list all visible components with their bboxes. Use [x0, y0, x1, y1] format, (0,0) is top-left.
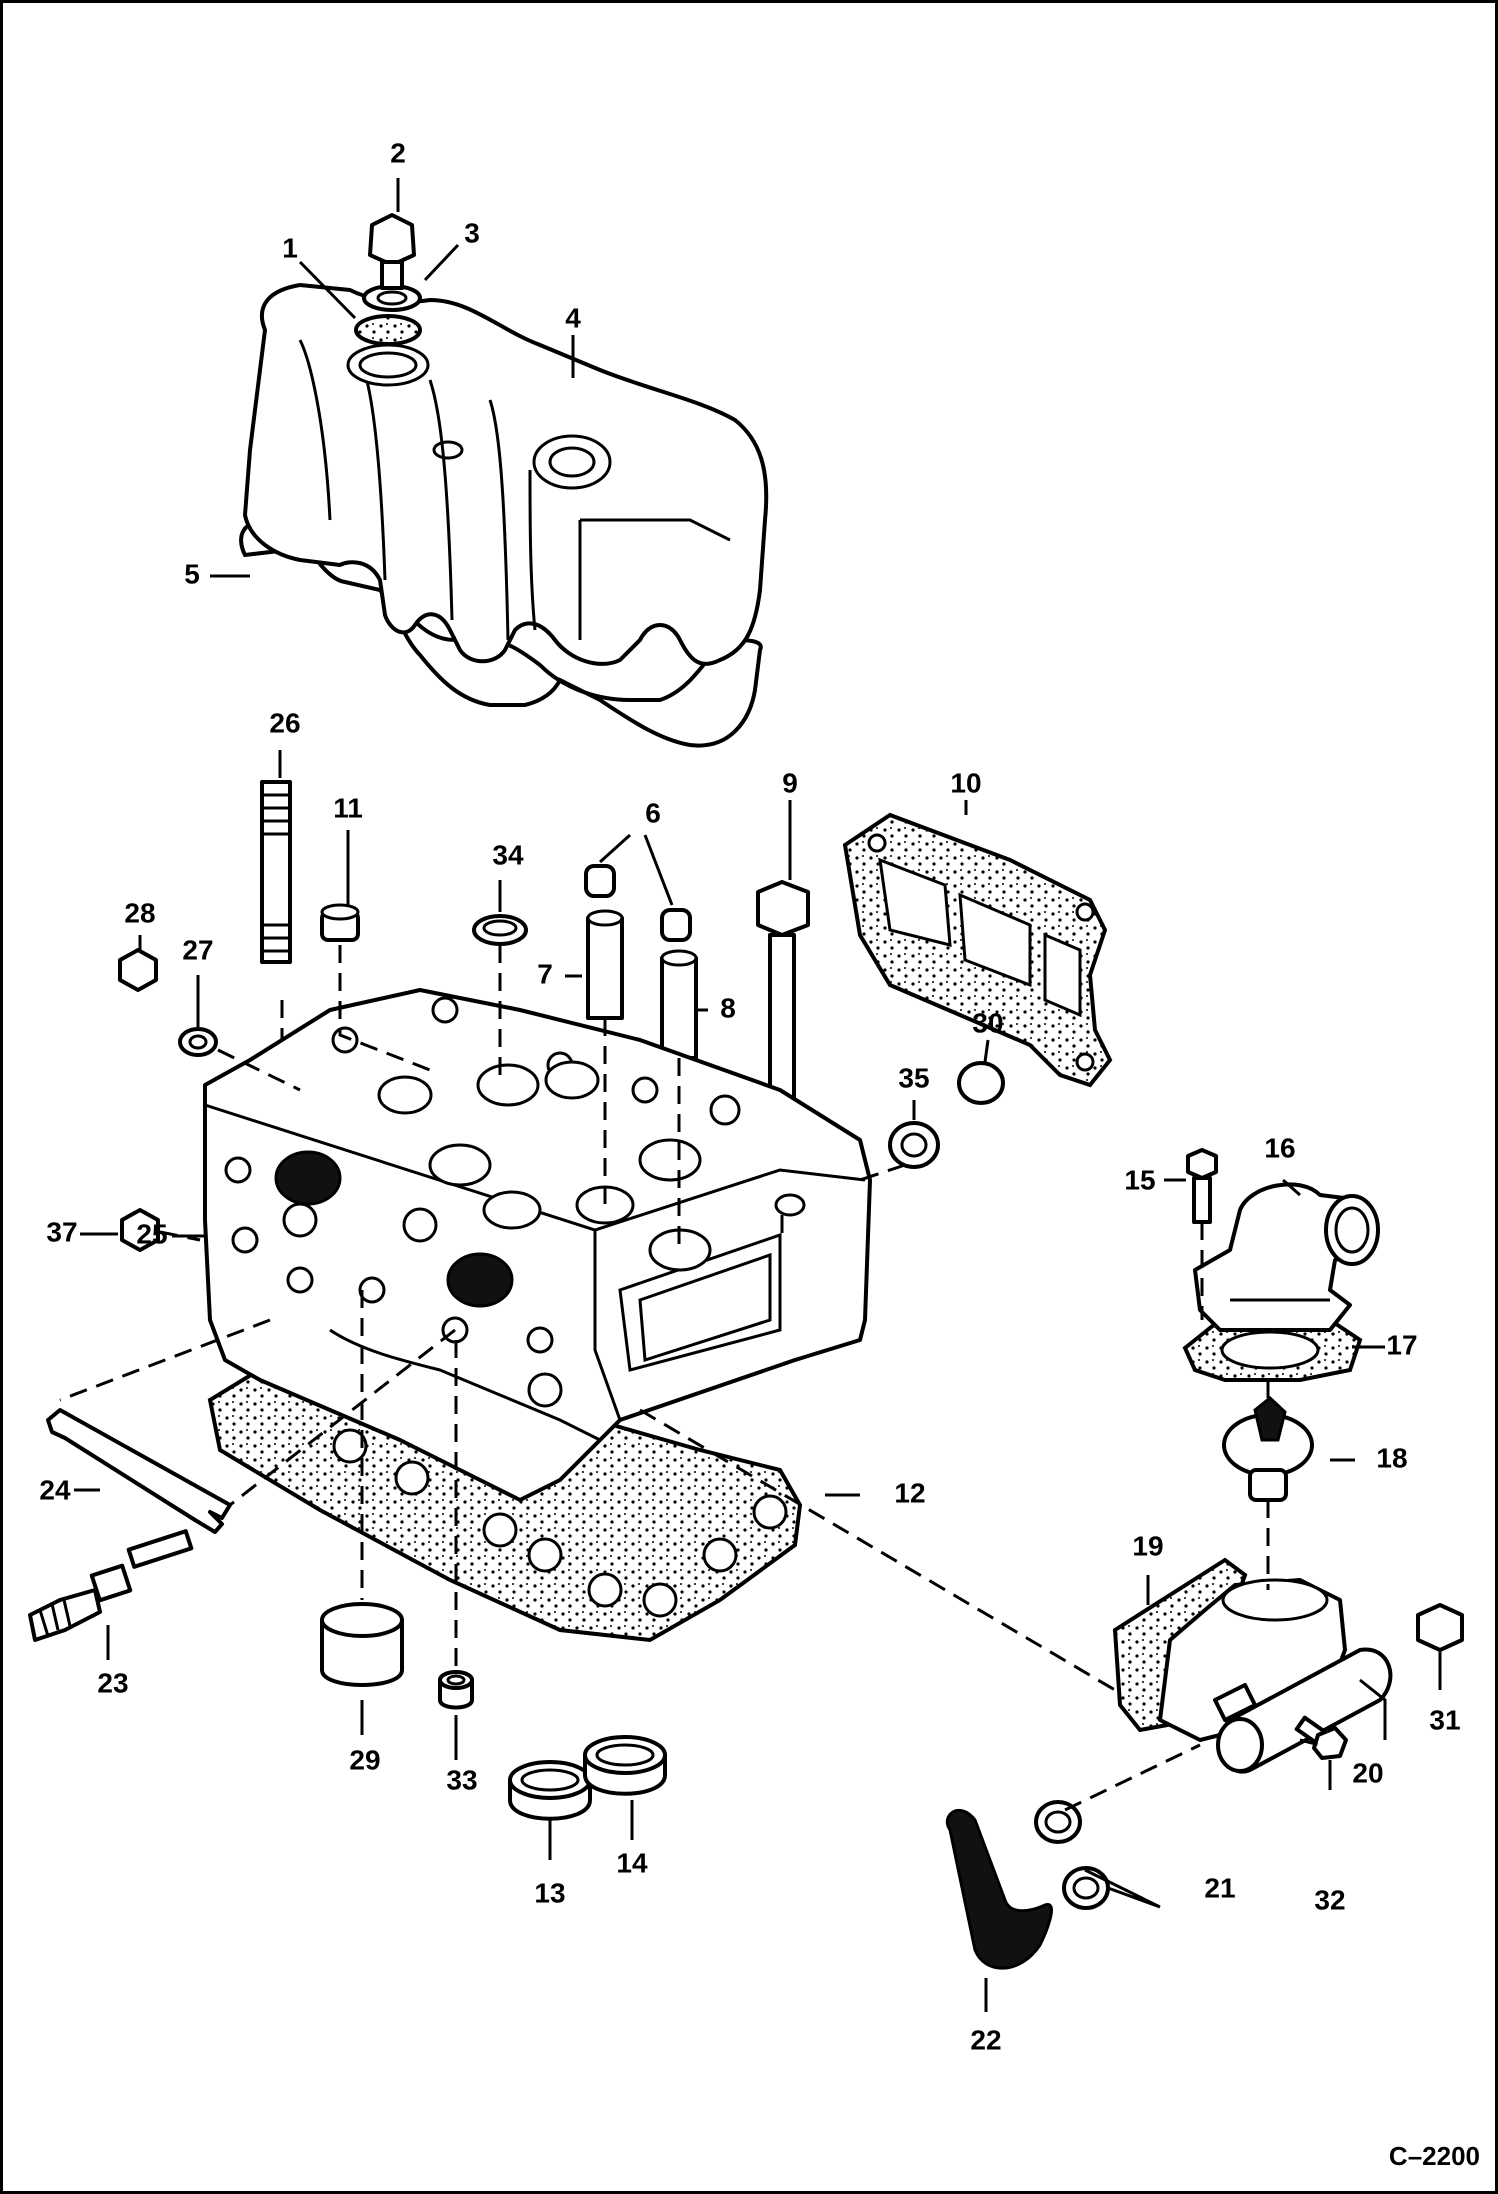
thermostat-18 [1222, 1396, 1314, 1502]
callout-30: 30 [972, 1007, 1003, 1038]
callout-8: 8 [720, 992, 736, 1023]
thermostat-housing-16 [1193, 1182, 1380, 1332]
callout-1: 1 [282, 232, 298, 263]
callout-10: 10 [950, 767, 981, 798]
callout-14: 14 [616, 1847, 648, 1878]
figure-code: C–2200 [1389, 2141, 1480, 2171]
callout-35: 35 [898, 1062, 929, 1093]
stud [260, 780, 292, 964]
callout-2: 2 [390, 137, 406, 168]
callout-19: 19 [1132, 1530, 1163, 1561]
callout-leaders [74, 178, 1442, 2012]
glow-plug [28, 1529, 194, 1642]
callout-37: 37 [46, 1216, 77, 1247]
callout-16: 16 [1264, 1132, 1295, 1163]
callout-26: 26 [269, 707, 300, 738]
valve-seal-caps [584, 864, 692, 942]
hose-clamps-21 [1034, 1800, 1110, 1910]
callout-3: 3 [464, 217, 480, 248]
callout-18: 18 [1376, 1442, 1407, 1473]
callout-12: 12 [894, 1477, 925, 1508]
callout-28: 28 [124, 897, 155, 928]
valve-guide-7 [586, 909, 624, 1020]
callout-23: 23 [97, 1667, 128, 1698]
plug-27-28-37 [118, 948, 218, 1252]
callout-7: 7 [537, 958, 553, 989]
callout-33: 33 [446, 1764, 477, 1795]
callout-6: 6 [645, 797, 661, 828]
callout-31: 31 [1429, 1704, 1460, 1735]
callout-15: 15 [1124, 1164, 1155, 1195]
callout-32: 32 [1314, 1884, 1345, 1915]
valve-seat-14 [583, 1735, 667, 1796]
callout-9: 9 [782, 767, 798, 798]
callout-21: 21 [1204, 1872, 1235, 1903]
expansion-plug [320, 1602, 404, 1687]
glow-plug-lead [46, 1408, 232, 1534]
thermostat-bolt-15 [1186, 1148, 1218, 1224]
cap-bolt [368, 213, 416, 290]
callout-4: 4 [565, 302, 581, 333]
valve-seat-13 [508, 1760, 592, 1821]
cylinder-head [203, 988, 872, 1502]
seat-ring-34 [472, 914, 528, 946]
callout-25: 25 [136, 1218, 167, 1249]
exhaust-gasket [842, 812, 1113, 1088]
callout-24: 24 [39, 1474, 71, 1505]
callout-5: 5 [184, 558, 200, 589]
valve-cover [243, 283, 769, 666]
callout-17: 17 [1386, 1329, 1417, 1360]
callout-11: 11 [333, 792, 363, 823]
callout-34: 34 [492, 839, 524, 870]
thermostat-gasket-17 [1182, 1318, 1363, 1382]
small-seal-33 [438, 1670, 474, 1710]
valve-stem-seal [320, 903, 360, 942]
callout-20: 20 [1352, 1757, 1383, 1788]
bolt-32 [1294, 1715, 1348, 1760]
seal-washer [354, 314, 422, 346]
callout-27: 27 [182, 934, 213, 965]
callout-22: 22 [970, 2024, 1001, 2055]
hose-22 [945, 1808, 1053, 1970]
washer [362, 284, 422, 312]
callout-13: 13 [534, 1877, 565, 1908]
water-outlet-20 [1158, 1578, 1393, 1774]
plug-31 [1416, 1603, 1464, 1652]
valve-guide-8 [660, 949, 698, 1060]
callout-29: 29 [349, 1744, 380, 1775]
assembly-lines [59, 945, 1321, 1812]
seals-30-35 [888, 1061, 1005, 1169]
callout-labels: 1 2 3 4 5 6 7 8 9 10 11 12 13 14 15 16 1… [39, 137, 1460, 2055]
